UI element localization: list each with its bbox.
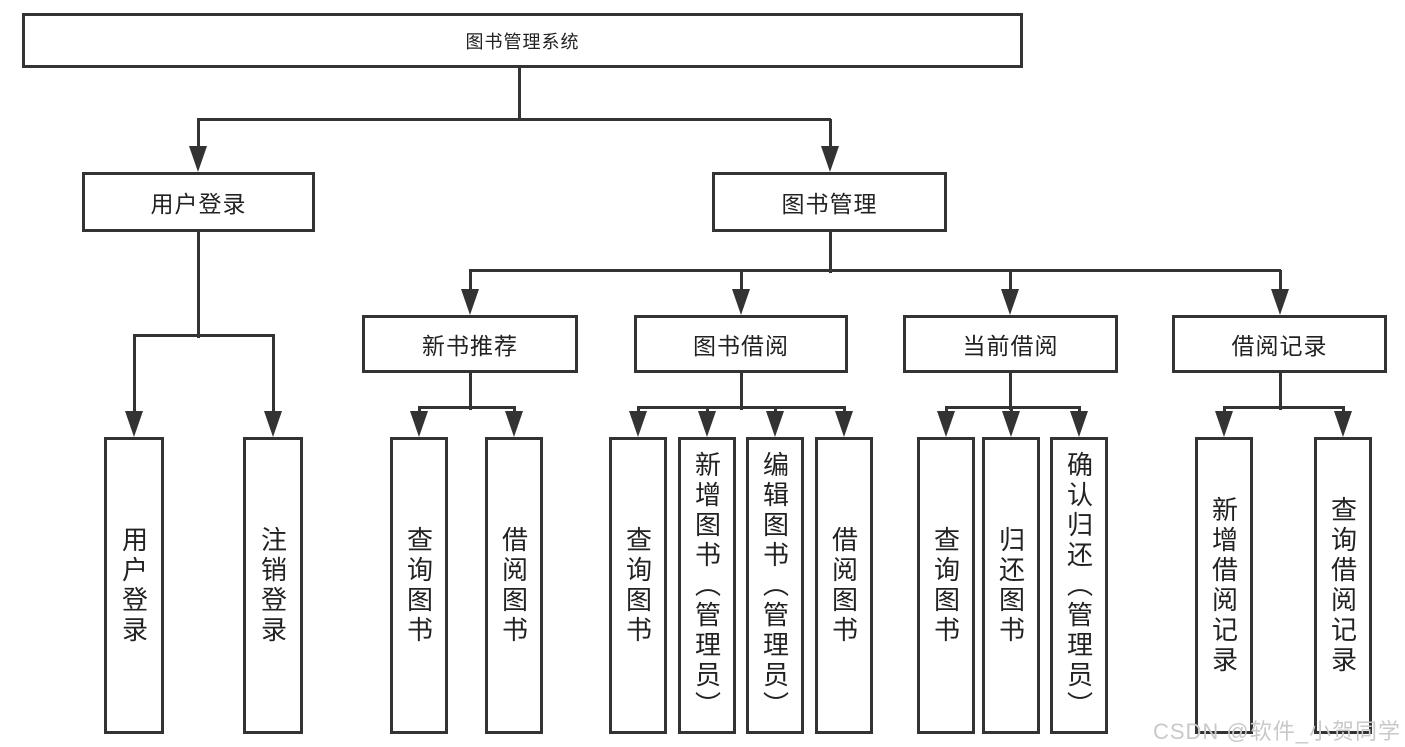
arrow-down-icon xyxy=(410,411,428,437)
connector-drop-line xyxy=(133,335,136,414)
connector-stem-line xyxy=(469,373,472,410)
node-leaf-query-books-1: 查询图书 xyxy=(390,437,448,734)
connector-rail-line xyxy=(418,406,516,409)
connector-drop-line xyxy=(272,335,275,414)
arrow-down-icon xyxy=(698,411,716,437)
node-leaf-logout: 注销登录 xyxy=(243,437,303,734)
node-leaf-query-books-3: 查询图书 xyxy=(917,437,975,734)
node-user-login: 用户登录 xyxy=(82,172,315,232)
connector-drop-line xyxy=(774,407,777,414)
connector-drop-line xyxy=(469,270,472,292)
connector-stem-line xyxy=(518,68,521,121)
node-leaf-edit-books-admin: 编辑图书（管理员） xyxy=(746,437,804,734)
connector-drop-line xyxy=(197,119,200,149)
watermark: CSDN @软件_小贺同学 xyxy=(1152,719,1401,744)
connector-rail-line xyxy=(469,269,1281,272)
node-leaf-add-books-admin: 新增图书（管理员） xyxy=(678,437,736,734)
connector-drop-line xyxy=(418,407,421,414)
node-borrowing-records: 借阅记录 xyxy=(1172,315,1387,373)
arrow-down-icon xyxy=(1001,289,1019,315)
node-leaf-user-login: 用户登录 xyxy=(104,437,164,734)
node-leaf-borrow-books-2: 借阅图书 xyxy=(815,437,873,734)
connector-drop-line xyxy=(945,407,948,414)
arrow-down-icon xyxy=(1271,289,1289,315)
arrow-down-icon xyxy=(125,411,143,437)
connector-drop-line xyxy=(1342,407,1345,414)
connector-drop-line xyxy=(740,270,743,292)
node-leaf-confirm-return: 确认归还（管理员） xyxy=(1050,437,1108,734)
connector-drop-line xyxy=(829,119,832,149)
node-book-borrowing: 图书借阅 xyxy=(634,315,848,373)
connector-rail-line xyxy=(945,406,1081,409)
connector-drop-line xyxy=(843,407,846,414)
arrow-down-icon xyxy=(766,411,784,437)
arrow-down-icon xyxy=(1215,411,1233,437)
node-leaf-borrow-books-1: 借阅图书 xyxy=(485,437,543,734)
connector-stem-line xyxy=(1279,373,1282,410)
arrow-down-icon xyxy=(629,411,647,437)
node-leaf-return-books: 归还图书 xyxy=(982,437,1040,734)
arrow-down-icon xyxy=(1002,411,1020,437)
connector-drop-line xyxy=(706,407,709,414)
arrow-down-icon xyxy=(1334,411,1352,437)
node-leaf-add-borrow-record: 新增借阅记录 xyxy=(1195,437,1253,734)
node-root: 图书管理系统 xyxy=(22,13,1023,68)
arrow-down-icon xyxy=(821,146,839,172)
connector-drop-line xyxy=(513,407,516,414)
connector-rail-line xyxy=(197,118,831,121)
connector-drop-line xyxy=(1223,407,1226,414)
node-leaf-query-books-2: 查询图书 xyxy=(609,437,667,734)
connector-drop-line xyxy=(1279,270,1282,292)
connector-stem-line xyxy=(740,373,743,410)
node-leaf-query-borrow-record: 查询借阅记录 xyxy=(1314,437,1372,734)
arrow-down-icon xyxy=(264,411,282,437)
connector-drop-line xyxy=(1078,407,1081,414)
connector-stem-line xyxy=(1009,373,1012,410)
arrow-down-icon xyxy=(835,411,853,437)
connector-stem-line xyxy=(197,232,200,338)
arrow-down-icon xyxy=(461,289,479,315)
connector-drop-line xyxy=(1009,270,1012,292)
node-book-management: 图书管理 xyxy=(712,172,947,232)
arrow-down-icon xyxy=(937,411,955,437)
connector-drop-line xyxy=(1010,407,1013,414)
arrow-down-icon xyxy=(505,411,523,437)
arrow-down-icon xyxy=(1070,411,1088,437)
connector-rail-line xyxy=(1223,406,1345,409)
connector-drop-line xyxy=(637,407,640,414)
connector-rail-line xyxy=(133,334,275,337)
arrow-down-icon xyxy=(732,289,750,315)
connector-stem-line xyxy=(829,232,832,273)
node-new-book-recommend: 新书推荐 xyxy=(362,315,578,373)
node-current-borrowing: 当前借阅 xyxy=(903,315,1118,373)
arrow-down-icon xyxy=(189,146,207,172)
connector-rail-line xyxy=(637,406,846,409)
